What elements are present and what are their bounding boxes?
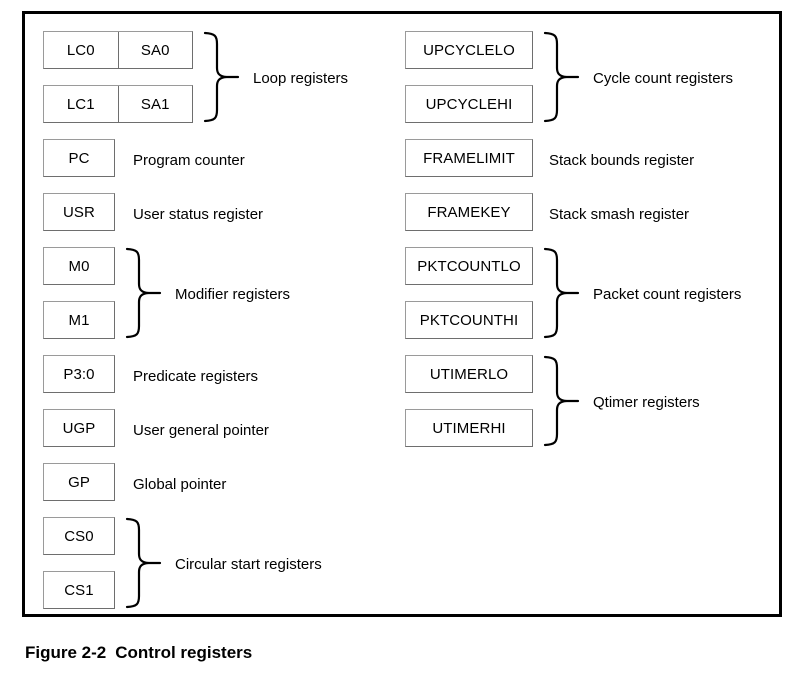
register-cell-pktcountlo: PKTCOUNTLO	[417, 257, 521, 275]
label-program-counter: Program counter	[133, 152, 245, 169]
brace-qtimer-registers	[541, 355, 589, 447]
register-cell-sa0: SA0	[117, 32, 193, 68]
label-user-status-register: User status register	[133, 206, 264, 223]
register-box-m0: M0	[43, 247, 115, 285]
register-cell-cs0: CS0	[64, 527, 94, 545]
register-cell-lc0: LC0	[66, 41, 95, 59]
label-user-general-pointer: User general pointer	[133, 422, 269, 439]
register-box-upcyclehi: UPCYCLEHI	[405, 85, 533, 123]
figure-caption-number: Figure 2-2	[25, 643, 107, 662]
register-cell-upcyclelo: UPCYCLELO	[423, 41, 515, 59]
register-box-lc0-sa0: LC0 SA0	[43, 31, 193, 69]
label-loop-registers: Loop registers	[253, 70, 349, 87]
register-box-pktcountlo: PKTCOUNTLO	[405, 247, 533, 285]
register-box-lc1-sa1: LC1 SA1	[43, 85, 193, 123]
label-stack-smash-register: Stack smash register	[549, 206, 690, 223]
register-cell-utimerhi: UTIMERHI	[432, 419, 506, 437]
label-packet-count-registers: Packet count registers	[593, 286, 742, 303]
register-cell-framekey: FRAMEKEY	[427, 203, 511, 221]
label-qtimer-registers: Qtimer registers	[593, 394, 700, 411]
register-cell-pc: PC	[68, 149, 90, 167]
register-cell-utimerlo: UTIMERLO	[429, 365, 509, 383]
register-box-usr: USR	[43, 193, 115, 231]
register-cell-m1: M1	[68, 311, 90, 329]
register-cell-usr: USR	[63, 203, 95, 221]
register-box-cs0: CS0	[43, 517, 115, 555]
register-box-gp: GP	[43, 463, 115, 501]
label-modifier-registers: Modifier registers	[175, 286, 291, 303]
register-box-pktcounthi: PKTCOUNTHI	[405, 301, 533, 339]
register-box-upcyclelo: UPCYCLELO	[405, 31, 533, 69]
register-box-utimerlo: UTIMERLO	[405, 355, 533, 393]
register-cell-framelimit: FRAMELIMIT	[423, 149, 515, 167]
register-cell-p3-0: P3:0	[63, 365, 95, 383]
register-cell-pktcounthi: PKTCOUNTHI	[419, 311, 519, 329]
label-global-pointer: Global pointer	[133, 476, 227, 493]
register-cell-upcyclehi: UPCYCLEHI	[425, 95, 513, 113]
label-predicate-registers: Predicate registers	[133, 368, 259, 385]
register-box-cs1: CS1	[43, 571, 115, 609]
brace-packet-count-registers	[541, 247, 589, 339]
register-box-pc: PC	[43, 139, 115, 177]
brace-circular-start-registers	[123, 517, 171, 609]
brace-modifier-registers	[123, 247, 171, 339]
register-cell-ugp: UGP	[62, 419, 96, 437]
register-cell-gp: GP	[68, 473, 90, 491]
label-cycle-count-registers: Cycle count registers	[593, 70, 734, 87]
label-stack-bounds-register: Stack bounds register	[549, 152, 695, 169]
register-box-framekey: FRAMEKEY	[405, 193, 533, 231]
register-cell-m0: M0	[68, 257, 90, 275]
figure-caption-title: Control registers	[115, 643, 253, 662]
register-cell-cs1: CS1	[64, 581, 94, 599]
register-box-framelimit: FRAMELIMIT	[405, 139, 533, 177]
figure-frame: LC0 SA0 LC1 SA1 Loop registers PC Progra…	[22, 11, 782, 617]
register-cell-sa1: SA1	[117, 86, 193, 122]
register-cell-lc1: LC1	[66, 95, 95, 113]
register-box-utimerhi: UTIMERHI	[405, 409, 533, 447]
label-circular-start-registers: Circular start registers	[175, 556, 322, 573]
register-box-m1: M1	[43, 301, 115, 339]
figure-caption: Figure 2-2 Control registers	[25, 643, 252, 663]
brace-loop-registers	[201, 31, 249, 123]
register-box-p3-0: P3:0	[43, 355, 115, 393]
register-box-ugp: UGP	[43, 409, 115, 447]
brace-cycle-count-registers	[541, 31, 589, 123]
